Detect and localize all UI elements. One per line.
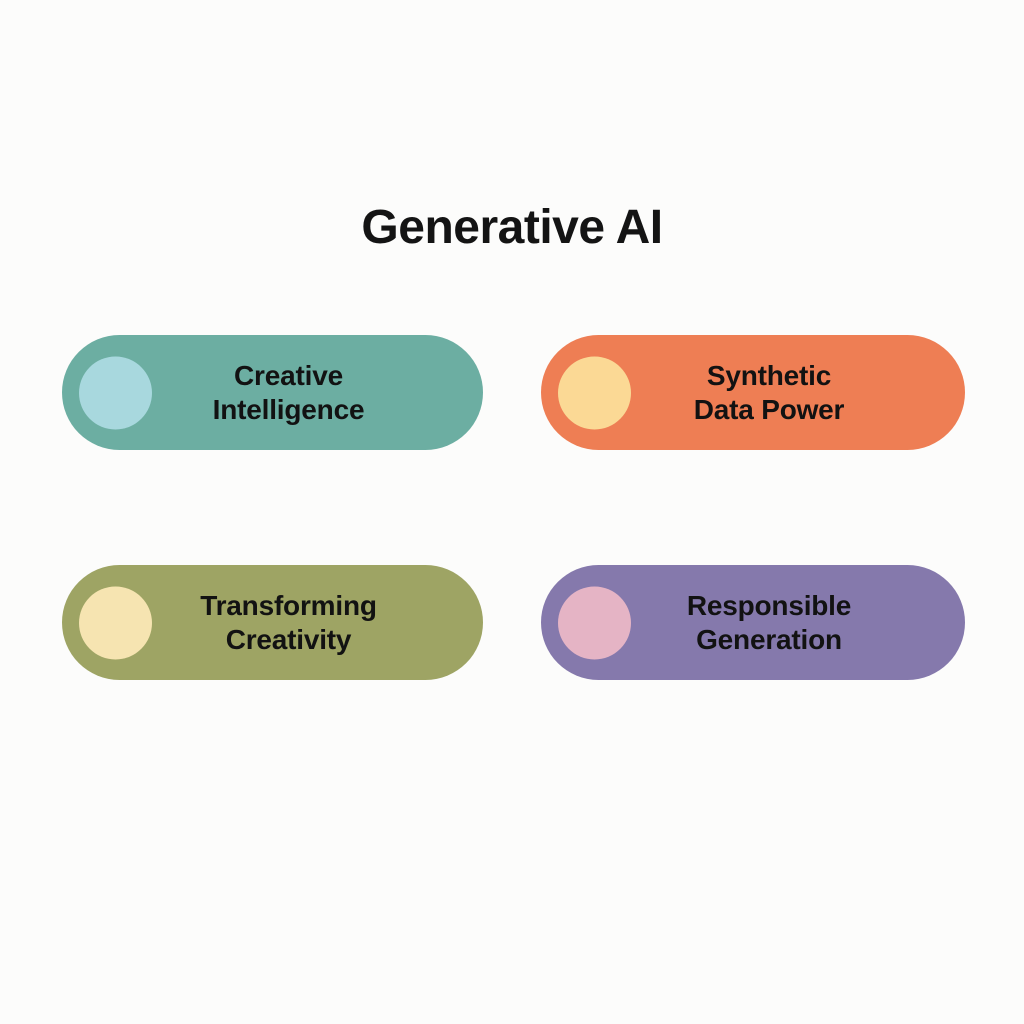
card-label: Synthetic Data Power	[637, 358, 901, 426]
card-label-line2: Data Power	[693, 393, 845, 425]
card-label: Transforming Creativity	[158, 588, 419, 656]
card-label-line2: Generation	[696, 623, 842, 655]
card-label-line1: Transforming	[200, 589, 377, 621]
card-synthetic-data-power: Synthetic Data Power	[541, 335, 965, 450]
card-label-line1: Synthetic	[706, 359, 832, 391]
page-title: Generative AI	[361, 201, 663, 255]
card-transforming-creativity: Transforming Creativity	[62, 565, 483, 680]
accent-circle-icon	[558, 356, 631, 429]
accent-circle-icon	[558, 586, 631, 659]
card-label-line2: Intelligence	[212, 393, 365, 425]
card-label-line2: Creativity	[225, 623, 352, 655]
card-label: Responsible Generation	[637, 588, 901, 656]
accent-circle-icon	[79, 586, 152, 659]
card-label-line1: Responsible	[686, 589, 852, 621]
card-label: Creative Intelligence	[158, 358, 419, 426]
card-creative-intelligence: Creative Intelligence	[62, 335, 483, 450]
accent-circle-icon	[79, 356, 152, 429]
card-label-line1: Creative	[234, 359, 343, 391]
card-responsible-generation: Responsible Generation	[541, 565, 965, 680]
